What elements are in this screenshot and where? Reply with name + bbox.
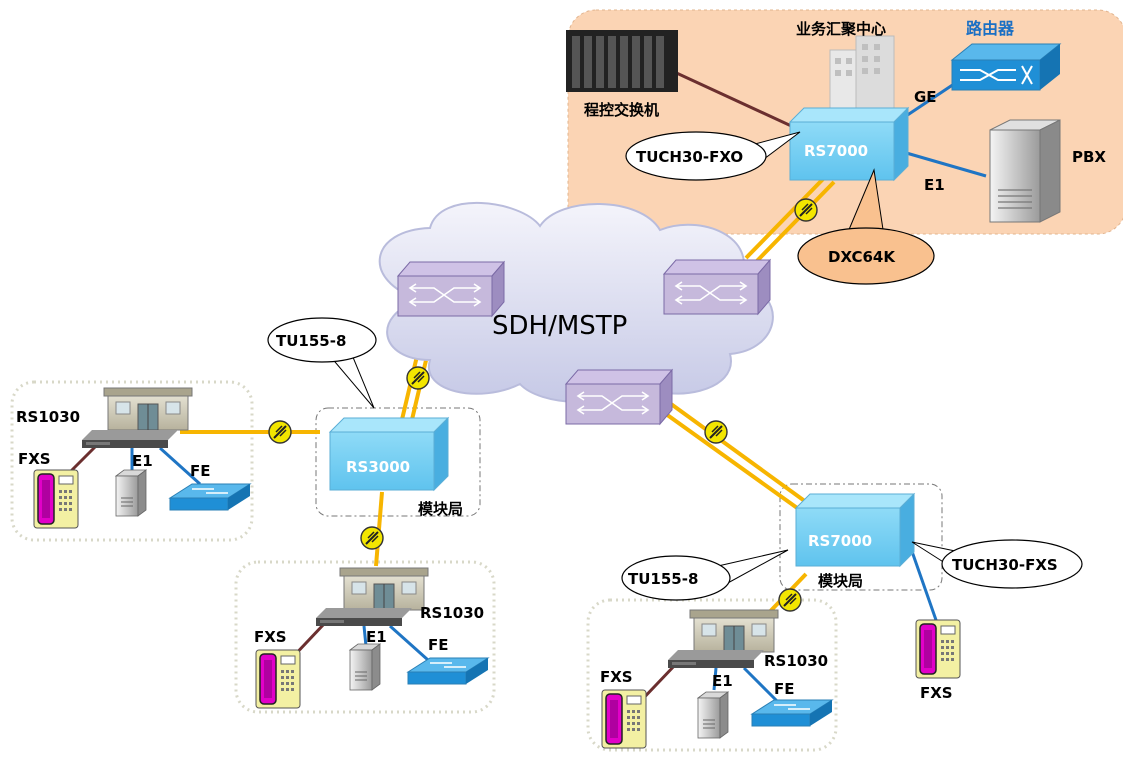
- sdh-node-right: [663, 259, 771, 315]
- phone-icon: [601, 689, 647, 749]
- switch-icon: [407, 657, 489, 685]
- phone-icon: [33, 469, 79, 529]
- center-device-label: RS7000: [804, 142, 868, 160]
- callout-fxo-text: TUCH30-FXO: [636, 148, 743, 166]
- module-right-frame: [779, 483, 943, 591]
- link-badge-icon: [778, 588, 802, 612]
- right-group-label: 模块局: [818, 572, 863, 590]
- router-icon: [950, 43, 1062, 91]
- callout-right-right-text: TUCH30-FXS: [952, 556, 1058, 574]
- pbx-exchange-icon: [566, 30, 678, 92]
- switch-label: 程控交换机: [584, 101, 659, 119]
- site-left-device: RS1030: [16, 408, 80, 426]
- cloud-label: SDH/MSTP: [492, 311, 627, 341]
- link-badge-icon: [268, 420, 292, 444]
- site-middle-device: RS1030: [420, 604, 484, 622]
- site-right-frame: [586, 598, 838, 752]
- callout-left-text: TU155-8: [276, 332, 346, 350]
- link-badge-icon: [360, 526, 384, 550]
- sdh-node-left: [397, 261, 505, 317]
- site-right-device: RS1030: [764, 652, 828, 670]
- building-icon: [339, 567, 429, 611]
- module-left-frame: [315, 407, 481, 517]
- callout-left: [267, 317, 377, 363]
- center-title: 业务汇聚中心: [796, 20, 886, 38]
- site-right-fe: FE: [774, 680, 795, 698]
- right-device-label: RS7000: [808, 532, 872, 550]
- callout-fxo: [625, 131, 767, 181]
- sdh-cloud: [378, 201, 774, 403]
- server-icon: [349, 643, 381, 691]
- callout-right-left: [621, 555, 731, 601]
- left-rs-device: [329, 417, 449, 491]
- left-group-label: 模块局: [418, 500, 463, 518]
- pbx-server-icon: [989, 119, 1061, 223]
- router-label: 路由器: [966, 19, 1015, 38]
- phone-icon: [915, 619, 961, 679]
- site-right-e1: E1: [712, 672, 733, 690]
- link-badge-icon: [794, 198, 818, 222]
- office-building-icon: [829, 35, 895, 111]
- site-left-e1: E1: [132, 452, 153, 470]
- switch-icon: [169, 483, 251, 511]
- callout-dxc: [797, 227, 935, 285]
- link-badge-icon: [704, 420, 728, 444]
- server-icon: [697, 691, 729, 739]
- right-rs-device: [795, 493, 915, 567]
- site-middle-fxs: FXS: [254, 628, 287, 646]
- link-label-e1-center: E1: [924, 176, 945, 194]
- phone-icon: [255, 649, 301, 709]
- building-icon: [689, 609, 779, 653]
- rack-device-icon: [82, 430, 178, 448]
- sdh-node-bottom: [565, 369, 673, 425]
- left-device-label: RS3000: [346, 458, 410, 476]
- site-middle-e1: E1: [366, 628, 387, 646]
- site-left-fxs: FXS: [18, 450, 51, 468]
- pbx-label: PBX: [1072, 148, 1106, 166]
- rack-device-icon: [316, 608, 412, 626]
- callout-right-right: [941, 539, 1083, 589]
- site-middle-fe: FE: [428, 636, 449, 654]
- callout-right-left-text: TU155-8: [628, 570, 698, 588]
- link-badge-icon: [406, 366, 430, 390]
- site-middle-frame: [234, 560, 496, 714]
- building-icon: [103, 387, 193, 431]
- rack-device-icon: [668, 650, 764, 668]
- right-fxs-label: FXS: [920, 684, 953, 702]
- site-left-frame: [10, 380, 254, 542]
- site-right-fxs: FXS: [600, 668, 633, 686]
- site-left-fe: FE: [190, 462, 211, 480]
- link-label-ge: GE: [914, 88, 937, 106]
- server-icon: [115, 469, 147, 517]
- callout-dxc-text: DXC64K: [828, 248, 896, 266]
- switch-icon: [751, 699, 833, 727]
